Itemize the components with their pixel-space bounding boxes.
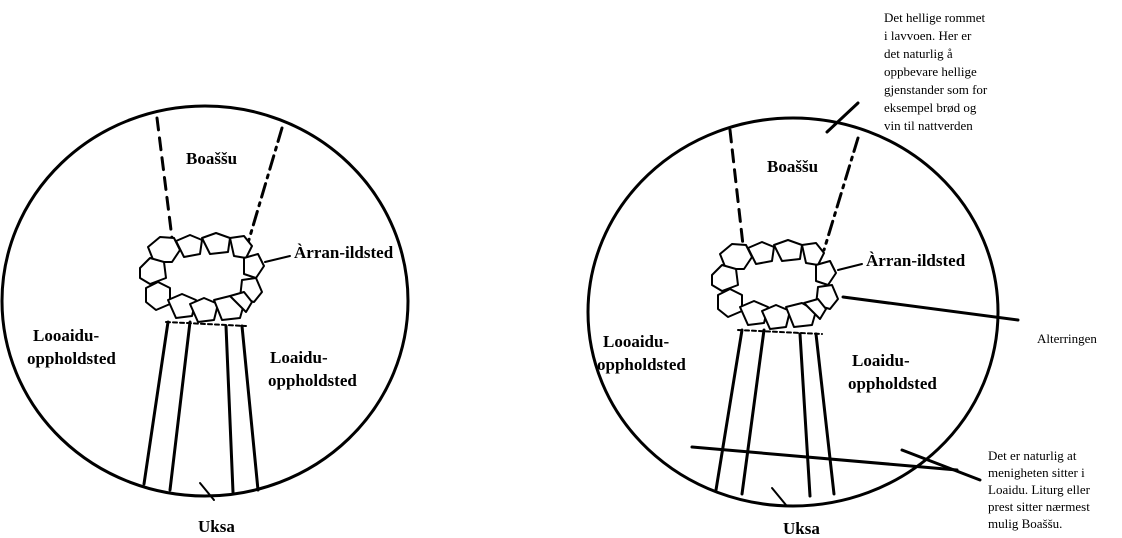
annotation-line: Loaidu. Liturg eller (988, 482, 1091, 497)
right-boassu-boundary-left (730, 130, 743, 245)
annotation-line: menigheten sitter i (988, 465, 1085, 480)
right-boassu-label: Boaššu (767, 157, 818, 176)
left-arran-label: Àrran-ildsted (294, 243, 394, 262)
right-congregation-line-long (692, 447, 957, 470)
left-uksa-label: Uksa (198, 517, 235, 536)
right-arran-pointer (838, 264, 862, 270)
annotation-line: oppbevare hellige (884, 64, 977, 79)
altar-ring-annotation: Alterringen (1037, 331, 1097, 346)
right-loaidu-label-line1: Loaidu- (852, 351, 910, 370)
right-loaidu-label-line2: oppholdsted (848, 374, 937, 393)
annotation-line: Det er naturlig at (988, 448, 1077, 463)
congregation-annotation: Det er naturlig at menigheten sitter i L… (988, 448, 1091, 531)
right-boassu-boundary-right (824, 138, 858, 250)
right-uksa-label: Uksa (783, 519, 820, 538)
left-hearth-stones (140, 233, 264, 322)
right-uksa-pointer (772, 488, 786, 505)
right-altar-ring-pointer (843, 297, 1018, 320)
annotation-line: vin til nattverden (884, 118, 973, 133)
annotation-line: eksempel brød og (884, 100, 977, 115)
annotation-line: det naturlig å (884, 46, 953, 61)
sacred-room-annotation: Det hellige rommet i lavvoen. Her er det… (884, 10, 988, 133)
left-arran-pointer (265, 256, 290, 262)
left-looaidu-label-line1: Looaidu- (33, 326, 99, 345)
left-boassu-boundary-left (157, 118, 172, 238)
left-loaidu-label-line2: oppholdsted (268, 371, 357, 390)
left-looaidu-label-line2: oppholdsted (27, 349, 116, 368)
left-lavvo-diagram: Boaššu Àrran-ildsted Looaidu- oppholdste… (2, 106, 408, 536)
left-entrance-lines (144, 322, 258, 492)
right-entrance-lines (716, 330, 834, 496)
annotation-line: prest sitter nærmest (988, 499, 1090, 514)
annotation-line: Det hellige rommet (884, 10, 985, 25)
left-boassu-boundary-right (248, 128, 282, 243)
right-arran-label: Àrran-ildsted (866, 251, 966, 270)
left-loaidu-label-line1: Loaidu- (270, 348, 328, 367)
right-looaidu-label-line2: oppholdsted (597, 355, 686, 374)
annotation-line: gjenstander som for (884, 82, 988, 97)
right-lavvo-diagram: Boaššu Àrran-ildsted Looaidu- oppholdste… (588, 10, 1097, 538)
left-boassu-label: Boaššu (186, 149, 237, 168)
annotation-line: mulig Boaššu. (988, 516, 1062, 531)
annotation-line: i lavvoen. Her er (884, 28, 972, 43)
right-looaidu-label-line1: Looaidu- (603, 332, 669, 351)
right-hearth-stones (712, 240, 838, 329)
